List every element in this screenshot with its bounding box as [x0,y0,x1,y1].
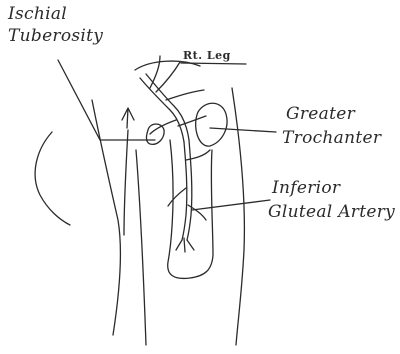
artery-fork [176,238,194,252]
ischial-label-line2: Tuberosity [8,28,103,46]
artery-label-line2: Gluteal Artery [268,204,395,222]
trochanter-label-line2: Trochanter [282,130,381,148]
artery-upper-branch-b [156,62,180,92]
trochanter-leader-line [210,128,276,132]
ischial-label-line1: Ischial [8,6,67,24]
cleft-line [124,130,128,235]
hip-contour [135,61,200,70]
leg-side-label: Rt. Leg [183,50,231,62]
gluteal-cleft [122,108,134,128]
left-body-outline [92,100,120,335]
artery-upper-branch [150,56,160,88]
artery-side-branch-4 [168,188,186,206]
artery-label-line1: Inferior [272,180,340,198]
rt-leg-underline [181,63,246,64]
buttock-outline [35,132,70,225]
thigh-lateral-outline [232,88,244,345]
artery-leader-line [192,200,270,210]
thigh-medial-outline [136,150,146,345]
artery-upper-branch-c [166,90,204,100]
artery-descending-branch-b [187,140,192,240]
greater-trochanter-shape [196,103,227,146]
ischial-tuberosity-shape [146,124,164,144]
trochanter-label-line1: Greater [286,106,355,124]
ischial-leader-line [58,60,155,140]
